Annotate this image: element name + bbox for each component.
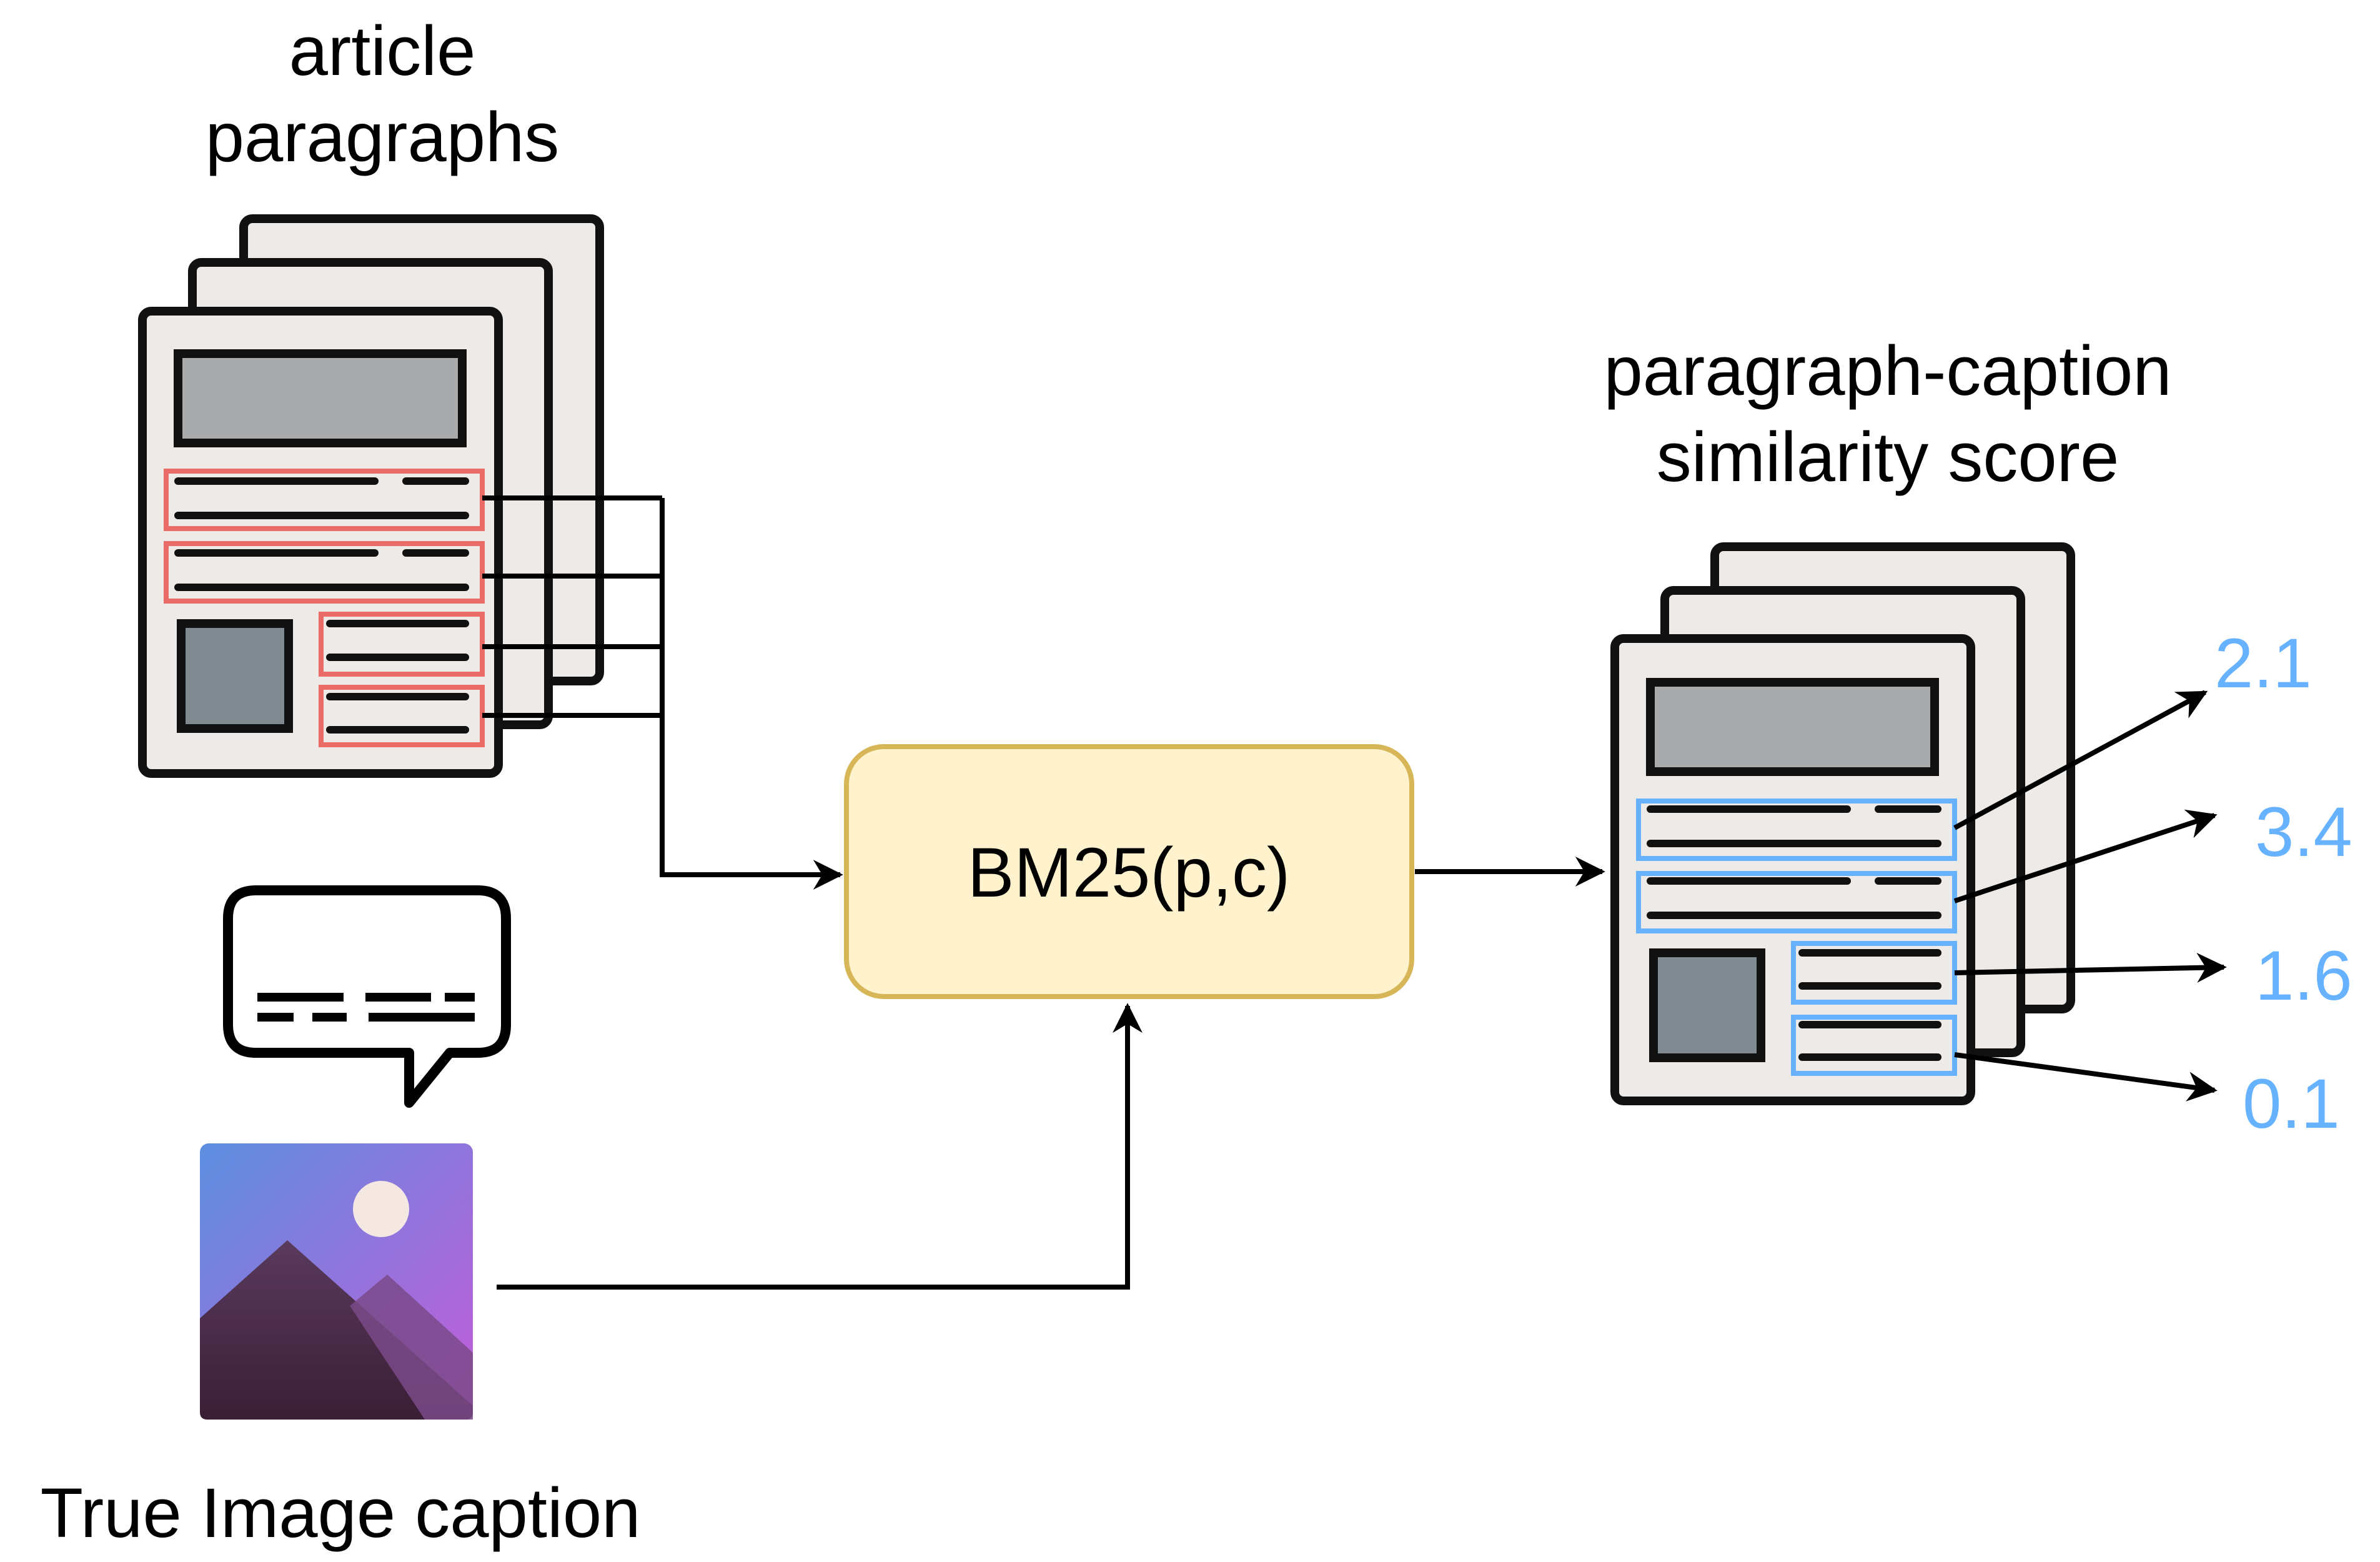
article-label-line1: article — [289, 12, 476, 90]
caption-label: True Image caption — [41, 1474, 641, 1552]
document-stack-icon — [138, 214, 604, 778]
score-label-line1: paragraph-caption — [1604, 332, 2171, 410]
score-arrows — [1953, 690, 2227, 1102]
score-value: 2.1 — [2214, 624, 2312, 702]
bm25-box: BM25(p,c) — [844, 744, 1414, 999]
scored-document-stack-icon — [1610, 542, 2075, 1105]
score-value: 0.1 — [2243, 1065, 2340, 1143]
score-value: 1.6 — [2255, 937, 2353, 1015]
caption-connector — [497, 1003, 1143, 1290]
bm25-label: BM25(p,c) — [968, 833, 1291, 912]
score-value: 3.4 — [2255, 793, 2353, 871]
image-icon — [200, 1143, 473, 1420]
article-label-line2: paragraphs — [206, 98, 560, 176]
score-label-line2: similarity score — [1657, 418, 2120, 496]
paragraph-connectors — [482, 495, 843, 890]
speech-bubble-icon — [223, 885, 511, 1108]
